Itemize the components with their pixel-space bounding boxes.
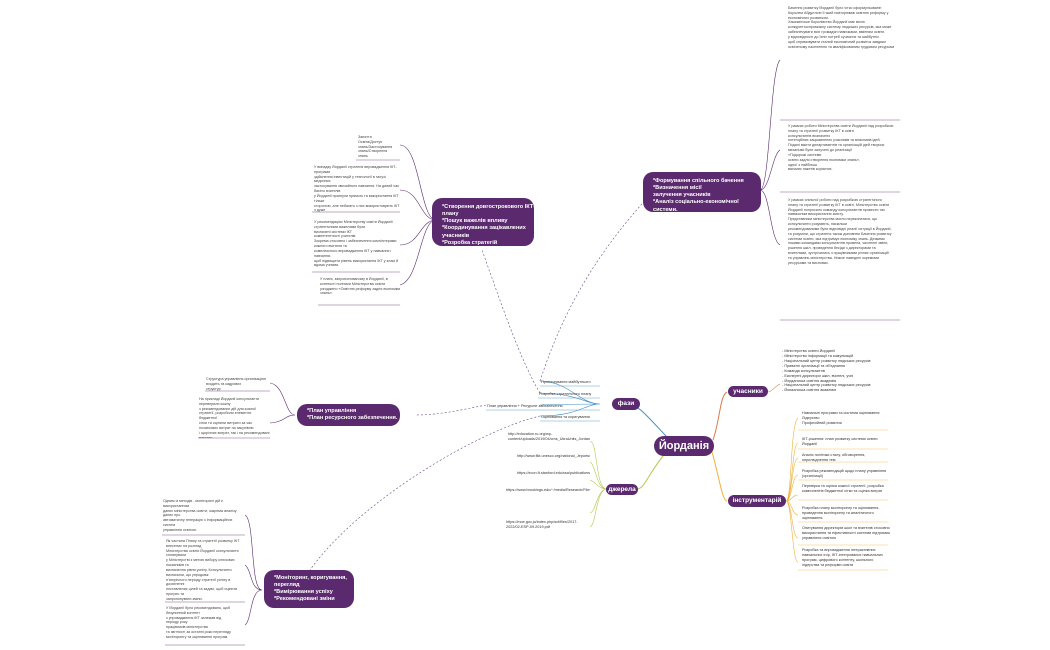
- formuvannia-note-3: У рамках спільної роботи над розробкою с…: [788, 198, 892, 265]
- faza-item-1: Прогнозування майбутнього: [541, 380, 591, 384]
- tools-item-5: Перевірка та оцінка кожної стратегії, ро…: [802, 484, 884, 493]
- central-topic[interactable]: Йорданія: [654, 436, 714, 456]
- branch-uchasnyky[interactable]: учасники: [728, 386, 768, 397]
- plan-note-1: Структура управління організацією входит…: [206, 377, 266, 391]
- source-link-2[interactable]: http://www.fikt.unesco.org/national_Jepo…: [517, 454, 590, 458]
- tools-item-4: Розробка рекомендацій щодо плану управлі…: [802, 469, 887, 478]
- source-link-3[interactable]: https://econ.ft.stanford.edu/ssa/publica…: [517, 471, 590, 475]
- connector-monitoring-notes: [244, 514, 263, 626]
- topic-formuvannia-line-2: *Визначення місії: [653, 185, 702, 192]
- formuvannia-note-2: У рамках роботи Міністерства освіти Йорд…: [788, 124, 894, 172]
- faza-item-4: Оцінювання та коригування: [541, 415, 590, 419]
- participants-list: - Міністерство освіти Йорданії - Міністе…: [782, 349, 871, 391]
- connector-plan-notes: [269, 382, 296, 424]
- monitoring-note-1: Одним із методів - моніторинг дій є вико…: [163, 499, 237, 532]
- stvorennia-note-2: У випадку Йорданії стратегія впровадженн…: [314, 165, 400, 212]
- topic-stvorennia-line-5: учасників: [442, 232, 470, 239]
- tools-item-2: ІКТ-рішення: план розвитку системи освіт…: [802, 437, 878, 446]
- topic-monitoring-line-3: *Вимірювання успіху: [274, 589, 333, 596]
- relation-formuvannia: [539, 194, 651, 382]
- tools-item-8: Розробка та впровадження інтерактивних н…: [802, 548, 883, 567]
- connector-instrumenty: [711, 451, 728, 502]
- topic-formuvannia[interactable]: *Формування спільного бачення *Визначенн…: [643, 172, 761, 213]
- tools-item-3: Аналіз політики сталу, обговорення, опри…: [802, 453, 866, 462]
- connector-formuvannia-underlines: [780, 119, 900, 321]
- topic-stvorennia[interactable]: *Створення довгострокового ІКТ- плану *П…: [432, 198, 536, 246]
- tools-item-6: Розробка плану моніторингу та оцінювання…: [802, 506, 880, 520]
- connector-instrumenty-items: [785, 417, 799, 563]
- branch-faza[interactable]: фази: [612, 398, 640, 410]
- topic-stvorennia-line-1: *Створення довгострокового ІКТ-: [442, 204, 536, 210]
- stvorennia-note-1: Заняття Освіта/Доступ знань/Застосування…: [358, 135, 393, 159]
- relation-plan: [414, 404, 487, 416]
- connector-dzherela-items: [589, 440, 608, 528]
- relation-stvorennia: [481, 249, 541, 394]
- topic-formuvannia-line-3: залучення учасників: [653, 192, 711, 199]
- connector-stvorennia-underlines: [312, 159, 400, 306]
- topic-plan-line-2: *План ресурсного забезпечення.: [307, 415, 398, 422]
- connector-faza-items: [539, 380, 601, 417]
- tools-item-7: Опитування директорів шкіл та вчителів с…: [802, 526, 890, 540]
- stvorennia-note-3: У рекомендаціях Міністерству освіти Йорд…: [314, 220, 399, 268]
- branch-dzherela[interactable]: джерела: [606, 484, 638, 495]
- topic-stvorennia-line-2: плану: [442, 211, 459, 218]
- connector-monitoring-underlines: [162, 534, 245, 646]
- faza-item-3: План управління + Ресурсне забезпечення: [487, 404, 563, 408]
- plan-note-2: На прикладі Йорданії консультанти переве…: [199, 397, 270, 438]
- connector-instrumenty-underlines: [798, 429, 888, 571]
- connector-faza-underlines: [486, 385, 600, 422]
- monitoring-note-3: У Йорданії було рекомендовано, щоб безуп…: [166, 606, 231, 639]
- topic-monitoring-line-4: *Рекомендовані зміни: [274, 596, 335, 603]
- connector-formuvannia-notes: [759, 59, 781, 246]
- topic-monitoring-line-1: *Моніторинг, коригування,: [274, 575, 347, 581]
- formuvannia-note-1: Бачення розвитку Йорданії було чітко сфо…: [788, 6, 894, 49]
- source-link-5[interactable]: https://moe.gov.jo/index.php/sct/files/2…: [506, 520, 578, 529]
- connector-plan-underlines: [198, 390, 270, 439]
- branch-instrumenty[interactable]: інструментарій: [728, 495, 786, 507]
- monitoring-note-2: Як частина Плану та стратегії розвитку І…: [166, 539, 240, 601]
- source-link-4[interactable]: https://www.brookings.edu/~/media/Resear…: [506, 488, 590, 492]
- topic-formuvannia-line-4: *Аналіз соціально-економічної: [653, 199, 739, 206]
- stvorennia-note-4: У плані, запропонованому в Йорданії, в к…: [320, 277, 401, 296]
- topic-monitoring-line-2: перегляд: [274, 582, 300, 589]
- topic-stvorennia-line-4: *Координування зацікавлених: [442, 225, 526, 232]
- faza-item-2: Розробка стратегічного плану: [539, 392, 592, 396]
- connector-uchasnyky: [712, 391, 728, 441]
- topic-plan-line-1: *План управління: [307, 408, 357, 414]
- topic-formuvannia-line-1: *Формування спільного бачення: [653, 178, 744, 184]
- topic-stvorennia-line-6: *Розробка стратегій: [442, 239, 498, 246]
- connector-uchasnyky-text: [767, 383, 781, 393]
- connector-stvorennia-notes: [399, 144, 437, 286]
- topic-plan[interactable]: *План управління *План ресурсного забезп…: [297, 404, 400, 426]
- source-link-1[interactable]: http://education.ru.org/wp-content/uploa…: [508, 432, 590, 441]
- topic-monitoring[interactable]: *Моніторинг, коригування, перегляд *Вимі…: [264, 570, 354, 608]
- topic-stvorennia-line-3: *Пошук важелів впливу: [442, 218, 508, 225]
- topic-formuvannia-line-5: системи.: [653, 206, 678, 213]
- tools-item-1: Навчальні програми та система оцінювання…: [802, 411, 880, 425]
